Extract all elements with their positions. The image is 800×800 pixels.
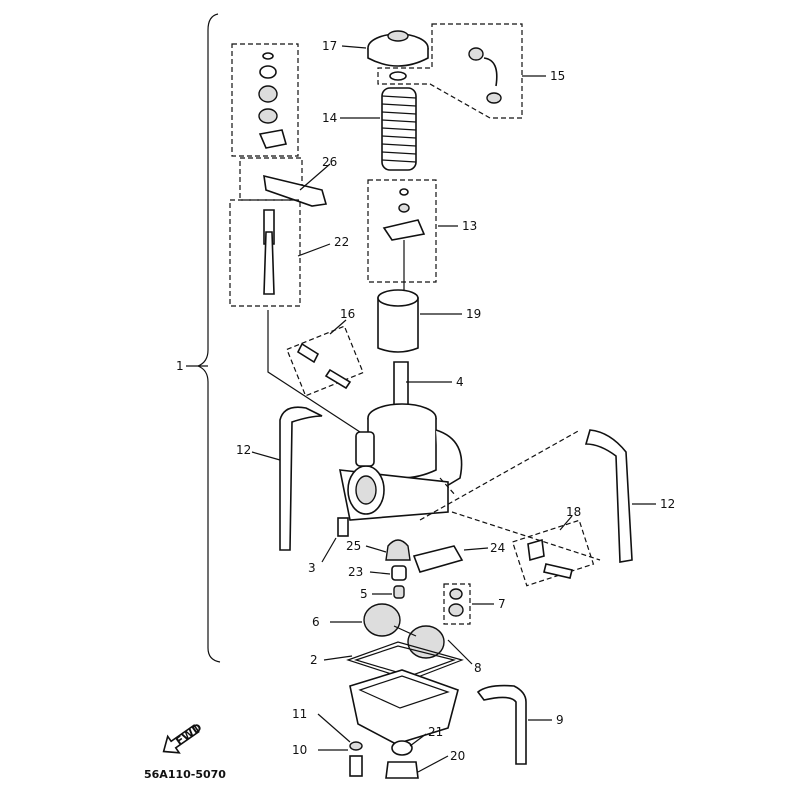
float-valve-group bbox=[443, 583, 471, 625]
callout-7: 7 bbox=[498, 597, 506, 611]
idle-screw bbox=[543, 563, 573, 579]
callout-20: 20 bbox=[450, 749, 465, 763]
callout-4: 4 bbox=[456, 375, 464, 389]
vent-hose-left bbox=[279, 406, 323, 551]
assembly-guides bbox=[419, 429, 601, 561]
callout-14: 14 bbox=[322, 111, 337, 125]
top-cap bbox=[367, 30, 429, 67]
part-code: 56A110-5070 bbox=[144, 768, 226, 781]
callout-15: 15 bbox=[550, 69, 565, 83]
overflow-hose bbox=[476, 684, 527, 765]
callout-24: 24 bbox=[490, 541, 505, 555]
idle-screw-group bbox=[511, 519, 595, 587]
needle-holder-group bbox=[367, 179, 437, 283]
callout-2: 2 bbox=[310, 653, 318, 667]
small-parts-group bbox=[231, 43, 299, 157]
callout-16: 16 bbox=[340, 307, 355, 321]
floats bbox=[363, 603, 445, 659]
drain-screw bbox=[337, 517, 349, 537]
callout-3: 3 bbox=[308, 561, 316, 575]
callout-19: 19 bbox=[466, 307, 481, 321]
callout-13: 13 bbox=[462, 219, 477, 233]
callout-11: 11 bbox=[292, 707, 307, 721]
needle-rod bbox=[263, 231, 275, 295]
linkage-group bbox=[239, 157, 303, 201]
callout-6: 6 bbox=[312, 615, 320, 629]
part-25 bbox=[385, 539, 411, 561]
callout-21: 21 bbox=[428, 725, 443, 739]
callout-12-left: 12 bbox=[236, 443, 251, 457]
leader-lines bbox=[186, 45, 656, 773]
seal-21 bbox=[391, 740, 413, 756]
callout-25: 25 bbox=[346, 539, 361, 553]
plug-20 bbox=[385, 761, 419, 779]
cable-adjuster-group bbox=[377, 23, 523, 119]
carburetor-body bbox=[339, 403, 463, 521]
needle-group bbox=[229, 199, 301, 307]
idle-nut bbox=[527, 538, 545, 562]
throttle-spring bbox=[381, 87, 417, 171]
callout-labels: 17 15 14 26 13 22 19 16 4 1 12 12 18 3 2… bbox=[176, 39, 675, 763]
callout-18: 18 bbox=[566, 505, 581, 519]
leader-22 bbox=[267, 310, 361, 433]
pilot-screw bbox=[296, 342, 320, 364]
washer-11 bbox=[349, 741, 363, 751]
part-23 bbox=[391, 565, 407, 581]
needle-holder bbox=[382, 188, 426, 300]
needle-jet bbox=[393, 361, 409, 409]
fwd-label: FWD bbox=[173, 721, 204, 748]
float-bowl bbox=[349, 669, 459, 745]
callout-5: 5 bbox=[360, 587, 368, 601]
callout-10: 10 bbox=[292, 743, 307, 757]
callout-8: 8 bbox=[474, 661, 482, 675]
fwd-arrow-icon: FWD bbox=[162, 721, 204, 754]
callout-23: 23 bbox=[348, 565, 363, 579]
screw-10 bbox=[349, 755, 363, 777]
callout-9: 9 bbox=[556, 713, 564, 727]
pilot-spring bbox=[324, 368, 352, 390]
callout-1: 1 bbox=[176, 359, 184, 373]
callout-12-right: 12 bbox=[660, 497, 675, 511]
pilot-screw-group bbox=[286, 325, 364, 397]
vent-hose-right bbox=[584, 429, 633, 563]
small-parts bbox=[258, 52, 288, 149]
throttle-slide bbox=[377, 289, 419, 353]
throttle-plate bbox=[412, 545, 464, 573]
main-jet bbox=[393, 585, 405, 599]
assembly-bracket bbox=[196, 13, 221, 663]
cable-adjuster bbox=[389, 47, 502, 104]
callout-26: 26 bbox=[322, 155, 337, 169]
callout-22: 22 bbox=[334, 235, 349, 249]
callout-17: 17 bbox=[322, 39, 337, 53]
throttle-lever bbox=[263, 174, 328, 207]
